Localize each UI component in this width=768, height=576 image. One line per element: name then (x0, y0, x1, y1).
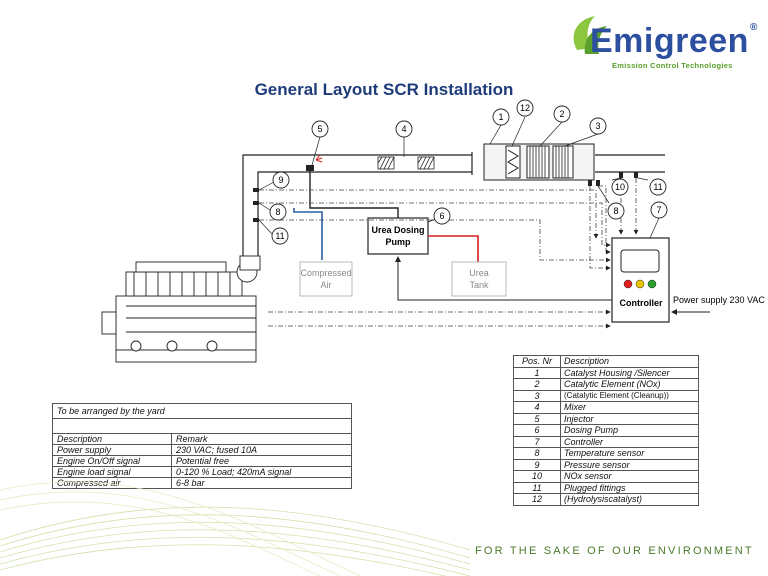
logo-tagline: Emission Control Technologies (612, 61, 733, 70)
callout-5-label: 5 (317, 124, 322, 134)
callout-12 (516, 99, 534, 117)
power-supply-label: Power supply 230 VAC (673, 295, 765, 305)
yard-table: To be arranged by the yard Description R… (52, 403, 352, 489)
pos-nr: 2 (513, 378, 561, 391)
urea-feed-line (309, 171, 399, 218)
pump-label-line2: Pump (385, 237, 411, 247)
injector (306, 154, 323, 171)
pos-description: (Hydrolysiscatalyst) (560, 493, 699, 506)
table-header-cell: Pos. Nr (513, 355, 561, 368)
callout-9 (272, 171, 290, 189)
callout-9-label: 9 (278, 175, 283, 185)
callout-11-right-label: 11 (653, 182, 662, 192)
callout-7-label: 7 (656, 205, 661, 215)
urea-tank-label-line2: Tank (469, 280, 489, 290)
engine-icon (101, 255, 261, 363)
callout-8-right (607, 202, 625, 220)
callout-4-label: 4 (401, 124, 406, 134)
callout-10-label: 10 (615, 182, 625, 192)
controller-display (620, 249, 660, 273)
yard-remark: 6-8 bar (171, 477, 352, 489)
sensors (253, 172, 638, 222)
compressed-air-line (293, 208, 323, 260)
pos-nr: 5 (513, 412, 561, 425)
compressed-air-label-line1: Compressed (300, 268, 351, 278)
callout-8-left (269, 203, 287, 221)
callout-6 (433, 207, 451, 225)
page-title: General Layout SCR Installation (254, 80, 514, 99)
urea-tank-box (451, 261, 507, 297)
footer-slogan: FOR THE SAKE OF OUR ENVIRONMENT (475, 545, 754, 557)
signal-lines (259, 178, 639, 329)
callout-1 (492, 108, 510, 126)
emigreen-leaf-logo-icon (573, 16, 607, 54)
urea-tank-line (428, 235, 479, 262)
pos-nr: 12 (513, 493, 561, 506)
table-header-row: Pos. Nr Description (513, 355, 699, 368)
callout-8-left-label: 8 (275, 207, 280, 217)
pos-nr: 3 (513, 389, 561, 402)
controller-label: Controller (619, 298, 662, 308)
callout-4 (395, 120, 413, 138)
pos-description: Catalyst Housing /Silencer (560, 366, 699, 379)
callout-8-right-label: 8 (613, 206, 618, 216)
callout-2-label: 2 (559, 109, 564, 119)
mixer (377, 156, 435, 170)
yard-title-row: To be arranged by the yard (52, 403, 352, 419)
compressed-air-label-line2: Air (321, 280, 332, 290)
pos-description: Injector (560, 412, 699, 425)
callout-3 (589, 117, 607, 135)
callout-5 (311, 120, 329, 138)
callout-1-label: 1 (498, 112, 503, 122)
pos-nr: 1 (513, 366, 561, 379)
callout-2 (553, 105, 571, 123)
urea-dosing-pump (367, 217, 429, 255)
compressed-air-box (299, 261, 353, 297)
callout-11-right (649, 178, 667, 196)
controller-pump-line (395, 256, 612, 301)
pos-description: (Catalytic Element (Cleanup)) (560, 389, 699, 402)
logo-wordmark: Emigreen® (590, 22, 758, 60)
callout-6-label: 6 (439, 211, 444, 221)
decorative-waves (0, 481, 471, 576)
controller-light-yellow (635, 279, 645, 289)
pump-label-line1: Urea Dosing (371, 225, 424, 235)
pos-nr: 4 (513, 401, 561, 414)
callout-12-label: 12 (520, 103, 530, 113)
controller-light-green (647, 279, 657, 289)
callout-10 (611, 178, 629, 196)
catalyst-housing (483, 143, 595, 181)
callout-11-left (271, 227, 289, 245)
pos-description: Catalytic Element (NOx) (560, 378, 699, 391)
table-header-cell: Description (560, 355, 699, 368)
exhaust-pipe (242, 152, 665, 258)
controller-light-red (623, 279, 633, 289)
pos-description: Mixer (560, 401, 699, 414)
callouts: 5 4 1 12 2 3 6 7 9 8 11 8 (258, 99, 668, 245)
yard-title: To be arranged by the yard (52, 403, 352, 419)
table-row: 3(Catalytic Element (Cleanup)) (513, 389, 699, 402)
callout-11-left-label: 11 (275, 231, 284, 241)
table-row: 12(Hydrolysiscatalyst) (513, 493, 699, 506)
callout-3-label: 3 (595, 121, 600, 131)
callout-7 (650, 201, 668, 219)
urea-tank-label-line1: Urea (469, 268, 489, 278)
